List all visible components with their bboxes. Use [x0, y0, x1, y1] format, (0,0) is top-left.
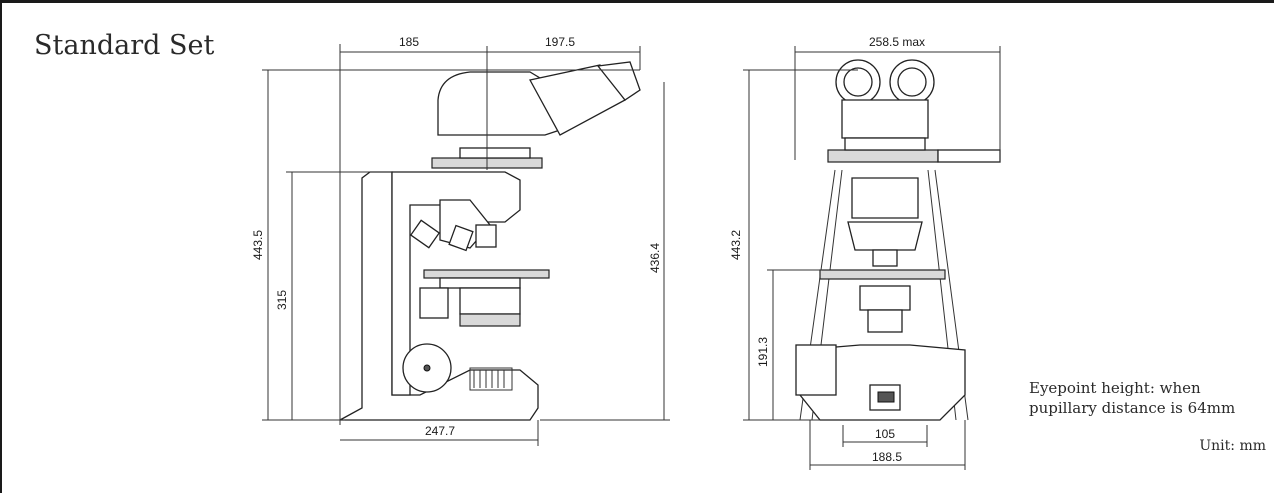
- front-view-microscope: [795, 59, 1001, 421]
- dim-258-5-max: 258.5 max: [869, 35, 925, 49]
- dim-443-2: 443.2: [729, 230, 743, 260]
- dim-105: 105: [875, 427, 895, 441]
- dim-443-5: 443.5: [251, 230, 265, 260]
- dim-191-3: 191.3: [756, 337, 770, 367]
- dim-185: 185: [399, 35, 419, 49]
- dim-247-7: 247.7: [425, 424, 455, 438]
- dim-436-4: 436.4: [648, 243, 662, 273]
- eyepoint-note: Eyepoint height: when pupillary distance…: [1029, 378, 1235, 418]
- side-view-microscope: [339, 61, 641, 421]
- unit-label: Unit: mm: [1199, 438, 1266, 454]
- dim-315: 315: [275, 290, 289, 310]
- dim-197-5: 197.5: [545, 35, 575, 49]
- front-view-dimensions: [743, 46, 1001, 470]
- eyepoint-note-line-2: pupillary distance is 64mm: [1029, 399, 1236, 417]
- dim-188-5: 188.5: [872, 450, 902, 464]
- diagram-title: Standard Set: [34, 30, 215, 61]
- side-view-dimensions: [262, 44, 670, 446]
- eyepoint-note-line-1: Eyepoint height: when: [1029, 379, 1201, 397]
